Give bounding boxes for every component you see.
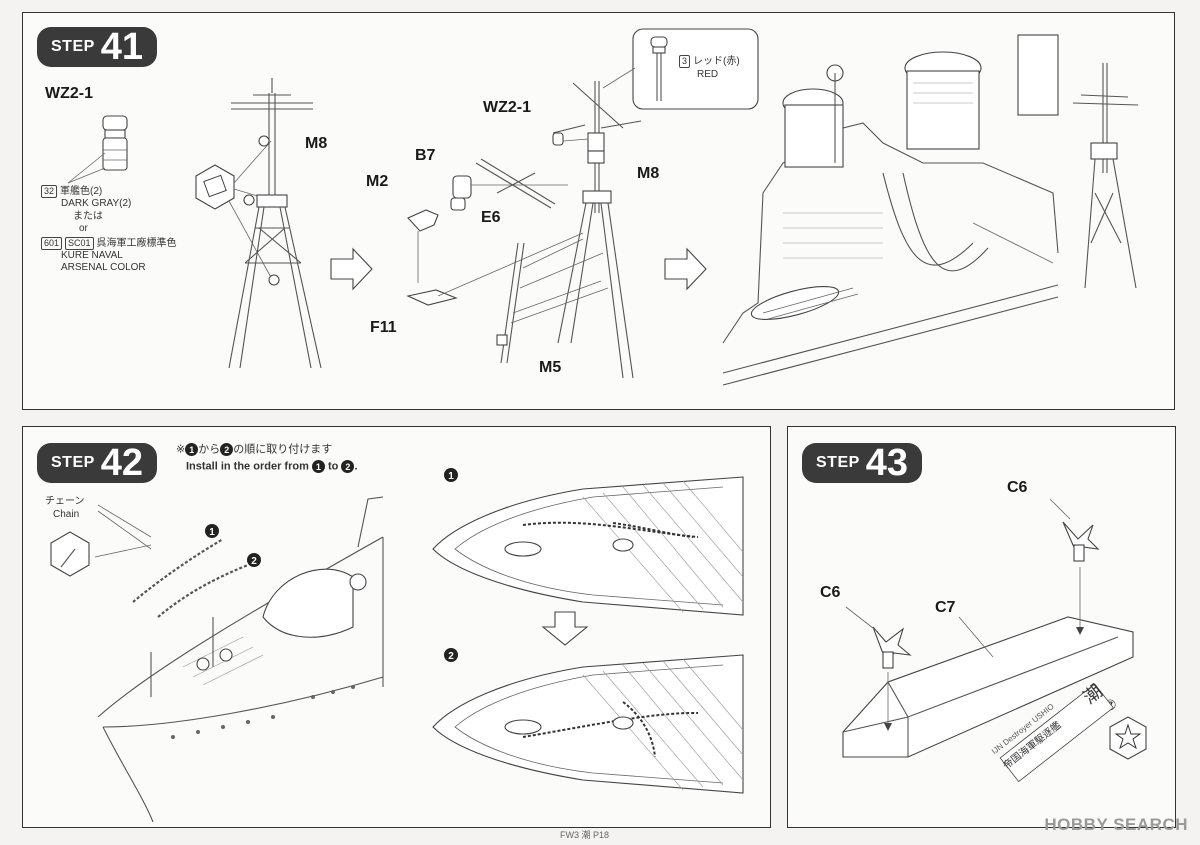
svg-text:2: 2 (251, 556, 257, 567)
step-word: STEP (816, 454, 860, 471)
glue-hex-icon (50, 531, 90, 577)
step41-panel: STEP 41 (22, 12, 1175, 410)
wz2-1-part (67, 115, 128, 184)
step42-drawing: 1 2 (50, 468, 744, 823)
red-callout (602, 28, 759, 110)
arrow-right-2 (664, 247, 707, 291)
step41-badge: STEP 41 (37, 26, 158, 68)
step41-drawing (67, 28, 1139, 386)
label-f11: F11 (370, 319, 397, 336)
label-m8-left: M8 (305, 135, 328, 152)
step-word: STEP (51, 454, 95, 471)
paint-hex-icon (195, 140, 274, 282)
label-e6: E6 (481, 209, 501, 226)
paint-code-sc01: SC01 (65, 237, 94, 250)
paint-en-1: DARK GRAY(2) (61, 198, 132, 209)
or-ja: または (73, 211, 103, 222)
base-c7 (842, 616, 1134, 783)
paint-ja-1: 軍艦色(2) (60, 186, 103, 197)
svg-text:1: 1 (209, 527, 215, 538)
deck-view-1: 1 (432, 468, 744, 616)
step-word: STEP (51, 38, 95, 55)
callout-red-en: RED (697, 69, 719, 80)
step43-drawing (842, 498, 1147, 783)
order-badge-1: 1 (185, 443, 199, 456)
callout-ja: レッド(赤) (693, 56, 740, 67)
order-badge-2b: 2 (341, 460, 355, 473)
label-c6-top: C6 (1007, 479, 1028, 496)
step-number: 41 (100, 26, 144, 68)
note-en-pre: Install in the order from (186, 460, 309, 473)
stand-c6-top (1049, 498, 1100, 635)
page-footer: FW3 潮 P18 (560, 830, 610, 840)
label-wz2-1-left: WZ2-1 (45, 85, 93, 102)
paint-code-601: 601 (41, 237, 63, 250)
note-ja-pre: ※ (176, 443, 186, 456)
chain-label-en: Chain (53, 509, 80, 520)
star-emblem-icon (1109, 716, 1147, 760)
step43-panel: STEP 43 C6 C6 C7 ⑦ (787, 426, 1176, 828)
label-wz2-1-mid: WZ2-1 (483, 99, 531, 116)
watermark: HOBBY SEARCH (1044, 815, 1188, 834)
step43-badge: STEP 43 (802, 442, 923, 484)
step42-badge: STEP 42 (37, 442, 158, 484)
bow-ship (97, 496, 384, 823)
or-en: or (79, 223, 88, 234)
paint-code-32: 32 (41, 185, 58, 198)
mast-right (1072, 63, 1139, 289)
callout-num: 3 (679, 55, 691, 68)
step-number: 43 (865, 442, 909, 484)
label-c6-left: C6 (820, 584, 841, 601)
mast-exploded (406, 81, 642, 379)
svg-text:2: 2 (448, 651, 454, 662)
stand-c6-left (845, 606, 912, 731)
arrow-down (541, 611, 589, 646)
label-b7: B7 (415, 147, 436, 164)
deck-view-2: 2 (432, 648, 744, 794)
label-c7: C7 (935, 599, 956, 616)
order-badge-1b: 1 (311, 460, 325, 473)
order-badge-2: 2 (220, 443, 234, 456)
step-number: 42 (100, 442, 144, 484)
note-ja-mid1: から (198, 443, 221, 456)
arrow-right-1 (330, 247, 373, 291)
install-note-en: Install in the order from 1 to 2. (186, 460, 358, 473)
paint-en-2a: KURE NAVAL (61, 250, 123, 261)
paint-ja-2: 呉海軍工廠標準色 (96, 238, 177, 249)
label-m5: M5 (539, 359, 562, 376)
label-m2: M2 (366, 173, 389, 190)
label-m8-mid: M8 (637, 165, 660, 182)
chain-label-ja: チェーン (45, 496, 85, 507)
mast-left (228, 78, 322, 369)
note-ja-mid2: の順に取り付けます (233, 443, 333, 456)
ship-superstructure (722, 34, 1059, 386)
note-en-mid: to (327, 460, 339, 473)
svg-text:1: 1 (448, 471, 454, 482)
paint-en-2b: ARSENAL COLOR (61, 262, 146, 273)
